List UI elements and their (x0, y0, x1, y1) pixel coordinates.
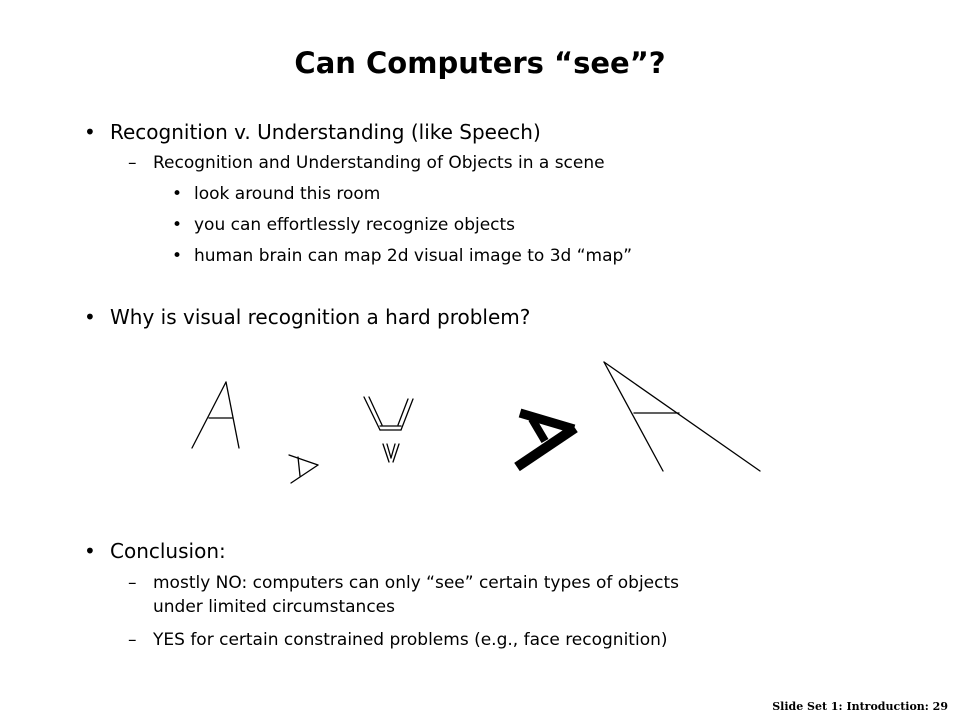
letter-a-skewed-large-icon (603, 361, 761, 472)
subsub-item-text: you can effortlessly recognize objects (194, 215, 516, 235)
bullet-marker: • (84, 120, 96, 144)
letter-a-upside-down-icon (363, 396, 414, 463)
bullet-marker: • (84, 305, 96, 329)
slide-footer: Slide Set 1: Introduction: 29 (772, 700, 948, 713)
sub-item-continuation-text: under limited circumstances (153, 597, 395, 617)
letter-a-rotated-small-icon (288, 454, 319, 484)
bullet-marker: • (172, 246, 183, 266)
dash-marker: – (128, 573, 137, 593)
bullet-text: Conclusion: (110, 539, 226, 563)
subsub-item-text: human brain can map 2d visual image to 3… (194, 246, 633, 266)
page-title: Can Computers “see”? (294, 46, 666, 80)
sub-item-text: YES for certain constrained problems (e.… (153, 630, 668, 650)
letter-a-bold-tilted-icon (514, 408, 578, 472)
sub-item-text: Recognition and Understanding of Objects… (153, 153, 605, 173)
bullet-marker: • (172, 184, 183, 204)
bullet-text: Why is visual recognition a hard problem… (110, 305, 531, 329)
subsub-item-text: look around this room (194, 184, 381, 204)
dash-marker: – (128, 153, 137, 173)
bullet-marker: • (172, 215, 183, 235)
bullet-text: Recognition v. Understanding (like Speec… (110, 120, 541, 144)
dash-marker: – (128, 630, 137, 650)
letter-a-upright-icon (191, 381, 240, 449)
bullet-marker: • (84, 539, 96, 563)
sub-item-text: mostly NO: computers can only “see” cert… (153, 573, 679, 593)
